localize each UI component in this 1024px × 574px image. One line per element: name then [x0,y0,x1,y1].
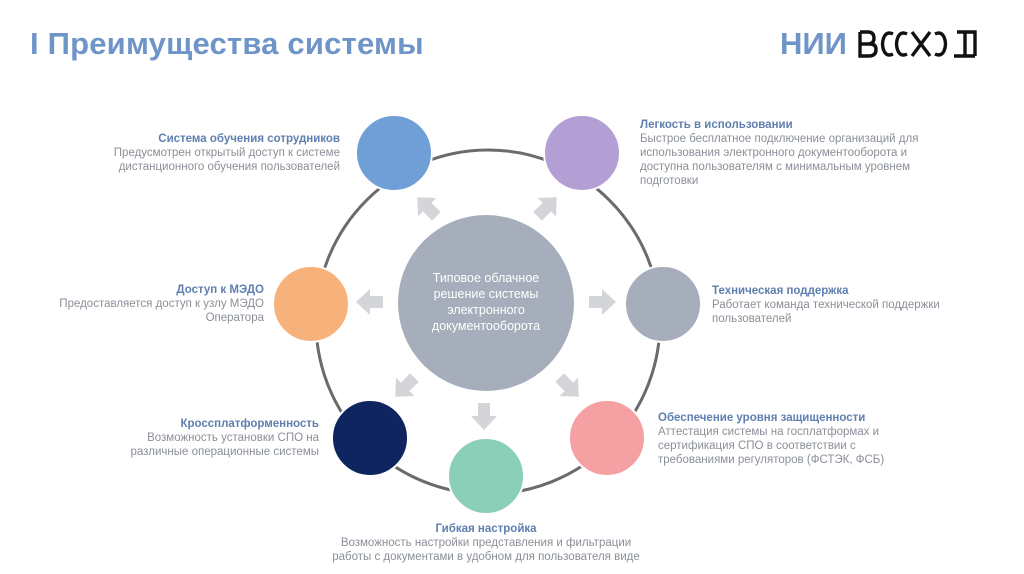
page-title: I Преимущества системы [30,26,424,61]
node-support [624,265,702,343]
node-config [447,437,525,515]
arrow-up-left [417,197,441,221]
feature-medo: Доступ к МЭДО Предоставляется доступ к у… [14,283,264,325]
feature-crossplatform: Кроссплатформенность Возможность установ… [39,417,319,459]
feature-text: Аттестация системы на госплатформах и се… [658,426,885,466]
feature-title: Обеспечение уровня защищенности [658,412,866,424]
feature-text: Работает команда технической поддержки п… [712,299,940,325]
node-security [568,399,646,477]
feature-text: Быстрое бесплатное подключение организац… [640,133,919,187]
node-training [355,114,433,192]
arrow-down [471,403,497,430]
node-ease [543,114,621,192]
feature-training: Система обучения сотрудников Предусмотре… [20,132,340,174]
logo: НИИ [780,26,981,62]
logo-voskhod-wordmark [858,30,977,58]
node-medo [272,265,350,343]
center-circle [398,215,574,391]
feature-text: Предоставляется доступ к узлу МЭДО Опера… [59,298,264,324]
logo-nii-text: НИИ [780,26,847,61]
feature-title: Кроссплатформенность [180,418,319,430]
center-label: Типовое облачное решение системы электро… [431,271,541,333]
feature-text: Возможность установки СПО на различные о… [130,432,319,458]
feature-support: Техническая поддержка Работает команда т… [712,284,1002,326]
arrow-down-left [395,373,419,397]
feature-security: Обеспечение уровня защищенности Аттестац… [658,411,958,467]
feature-text: Предусмотрен открытый доступ к системе д… [113,147,340,173]
feature-config: Гибкая настройка Возможность настройки п… [296,522,676,564]
feature-text: Возможность настройки представления и фи… [332,537,640,563]
feature-title: Легкость в использовании [640,119,793,131]
arrow-down-right [555,373,579,397]
feature-title: Система обучения сотрудников [158,133,340,145]
node-crossplatform [331,399,409,477]
feature-title: Доступ к МЭДО [176,284,264,296]
arrow-left [356,289,383,315]
feature-title: Техническая поддержка [712,285,849,297]
arrow-up-right [533,197,557,221]
feature-ease: Легкость в использовании Быстрое бесплат… [640,118,980,188]
arrow-right [589,289,616,315]
feature-title: Гибкая настройка [435,523,537,535]
